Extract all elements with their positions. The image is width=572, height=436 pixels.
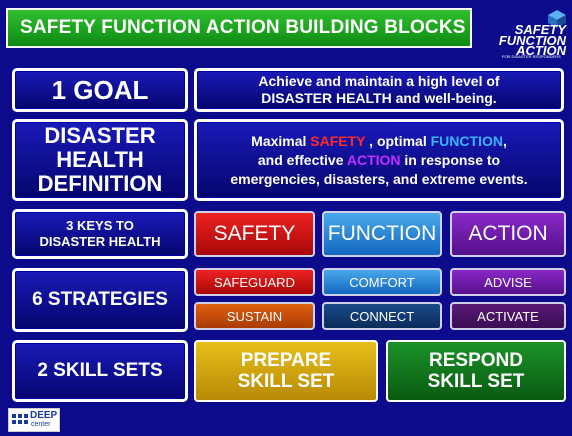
strategy-safeguard: SAFEGUARD: [194, 268, 315, 296]
goal-description: Achieve and maintain a high level of DIS…: [194, 68, 564, 112]
definition-text-4: and effective: [257, 151, 347, 168]
deep-center-logo: DEEP center: [8, 408, 60, 432]
strategy-advise: ADVISE: [450, 268, 566, 296]
definition-description: Maximal SAFETY , optimal FUNCTION, and e…: [194, 119, 564, 201]
definition-label-line2: HEALTH: [56, 147, 144, 172]
definition-line1: Maximal SAFETY , optimal FUNCTION,: [251, 132, 507, 151]
definition-line2: and effective ACTION in response to: [258, 151, 500, 170]
definition-text-5: in response to: [400, 151, 501, 168]
strategy-sustain-text: SUSTAIN: [226, 308, 283, 324]
definition-label-line1: DISASTER: [44, 123, 156, 148]
strategy-safeguard-text: SAFEGUARD: [214, 274, 295, 290]
respond-line1: RESPOND: [429, 350, 523, 371]
keys-label-line1: 3 KEYS TO: [66, 218, 134, 233]
definition-label: DISASTER HEALTH DEFINITION: [12, 119, 188, 201]
key-function: FUNCTION: [322, 211, 442, 257]
goal-label: 1 GOAL: [12, 68, 188, 112]
goal-text-line1: Achieve and maintain a high level of: [258, 73, 500, 89]
prepare-line2: SKILL SET: [237, 371, 335, 392]
definition-text-2: , optimal: [365, 132, 431, 149]
logo-subtitle: FOR DISASTER RESPONDERS: [502, 54, 561, 59]
strategy-activate-text: ACTIVATE: [477, 308, 539, 324]
strategy-activate: ACTIVATE: [450, 302, 566, 330]
prepare-line1: PREPARE: [240, 350, 332, 371]
strategy-advise-text: ADVISE: [484, 274, 532, 290]
key-safety: SAFETY: [194, 211, 315, 257]
logo-line-function: FUNCTION: [498, 33, 566, 48]
deep-logo-line1: DEEP: [30, 410, 58, 421]
safety-function-action-logo: SAFETY FUNCTION ACTION FOR DISASTER RESP…: [498, 10, 568, 62]
title-text: SAFETY FUNCTION ACTION BUILDING BLOCKS: [20, 17, 466, 38]
logo-line-safety: SAFETY: [514, 22, 566, 37]
goal-label-text: 1 GOAL: [51, 74, 149, 105]
strategy-sustain: SUSTAIN: [194, 302, 315, 330]
cube-icon: [548, 10, 566, 28]
strategies-label-text: 6 STRATEGIES: [32, 289, 168, 310]
definition-text-1: Maximal: [251, 132, 311, 149]
definition-action-word: ACTION: [346, 151, 401, 168]
strategies-label: 6 STRATEGIES: [12, 268, 188, 332]
key-safety-text: SAFETY: [213, 222, 296, 245]
skills-label-text: 2 SKILL SETS: [37, 360, 163, 381]
page-title: SAFETY FUNCTION ACTION BUILDING BLOCKS: [6, 8, 472, 48]
strategy-comfort-text: COMFORT: [349, 274, 415, 290]
definition-text-6: emergencies, disasters, and extreme even…: [230, 170, 528, 187]
definition-function-word: FUNCTION: [430, 132, 503, 149]
goal-text-line2: DISASTER HEALTH and well-being.: [261, 90, 497, 106]
deep-logo-line2: center: [31, 421, 51, 428]
strategy-connect-text: CONNECT: [349, 308, 415, 324]
definition-line3: emergencies, disasters, and extreme even…: [230, 170, 527, 189]
strategy-comfort: COMFORT: [322, 268, 442, 296]
logo-line-action: ACTION: [516, 43, 566, 58]
respond-skill-set: RESPOND SKILL SET: [386, 340, 566, 402]
prepare-skill-set: PREPARE SKILL SET: [194, 340, 378, 402]
strategy-connect: CONNECT: [322, 302, 442, 330]
keys-label-line2: DISASTER HEALTH: [39, 234, 161, 249]
definition-safety-word: SAFETY: [310, 132, 366, 149]
definition-text-3: ,: [502, 132, 507, 149]
key-action-text: ACTION: [468, 222, 548, 245]
definition-label-line3: DEFINITION: [37, 171, 163, 196]
skills-label: 2 SKILL SETS: [12, 340, 188, 402]
keys-label: 3 KEYS TO DISASTER HEALTH: [12, 209, 188, 259]
key-action: ACTION: [450, 211, 566, 257]
key-function-text: FUNCTION: [327, 222, 437, 245]
grid-icon: [12, 414, 28, 424]
respond-line2: SKILL SET: [427, 371, 525, 392]
